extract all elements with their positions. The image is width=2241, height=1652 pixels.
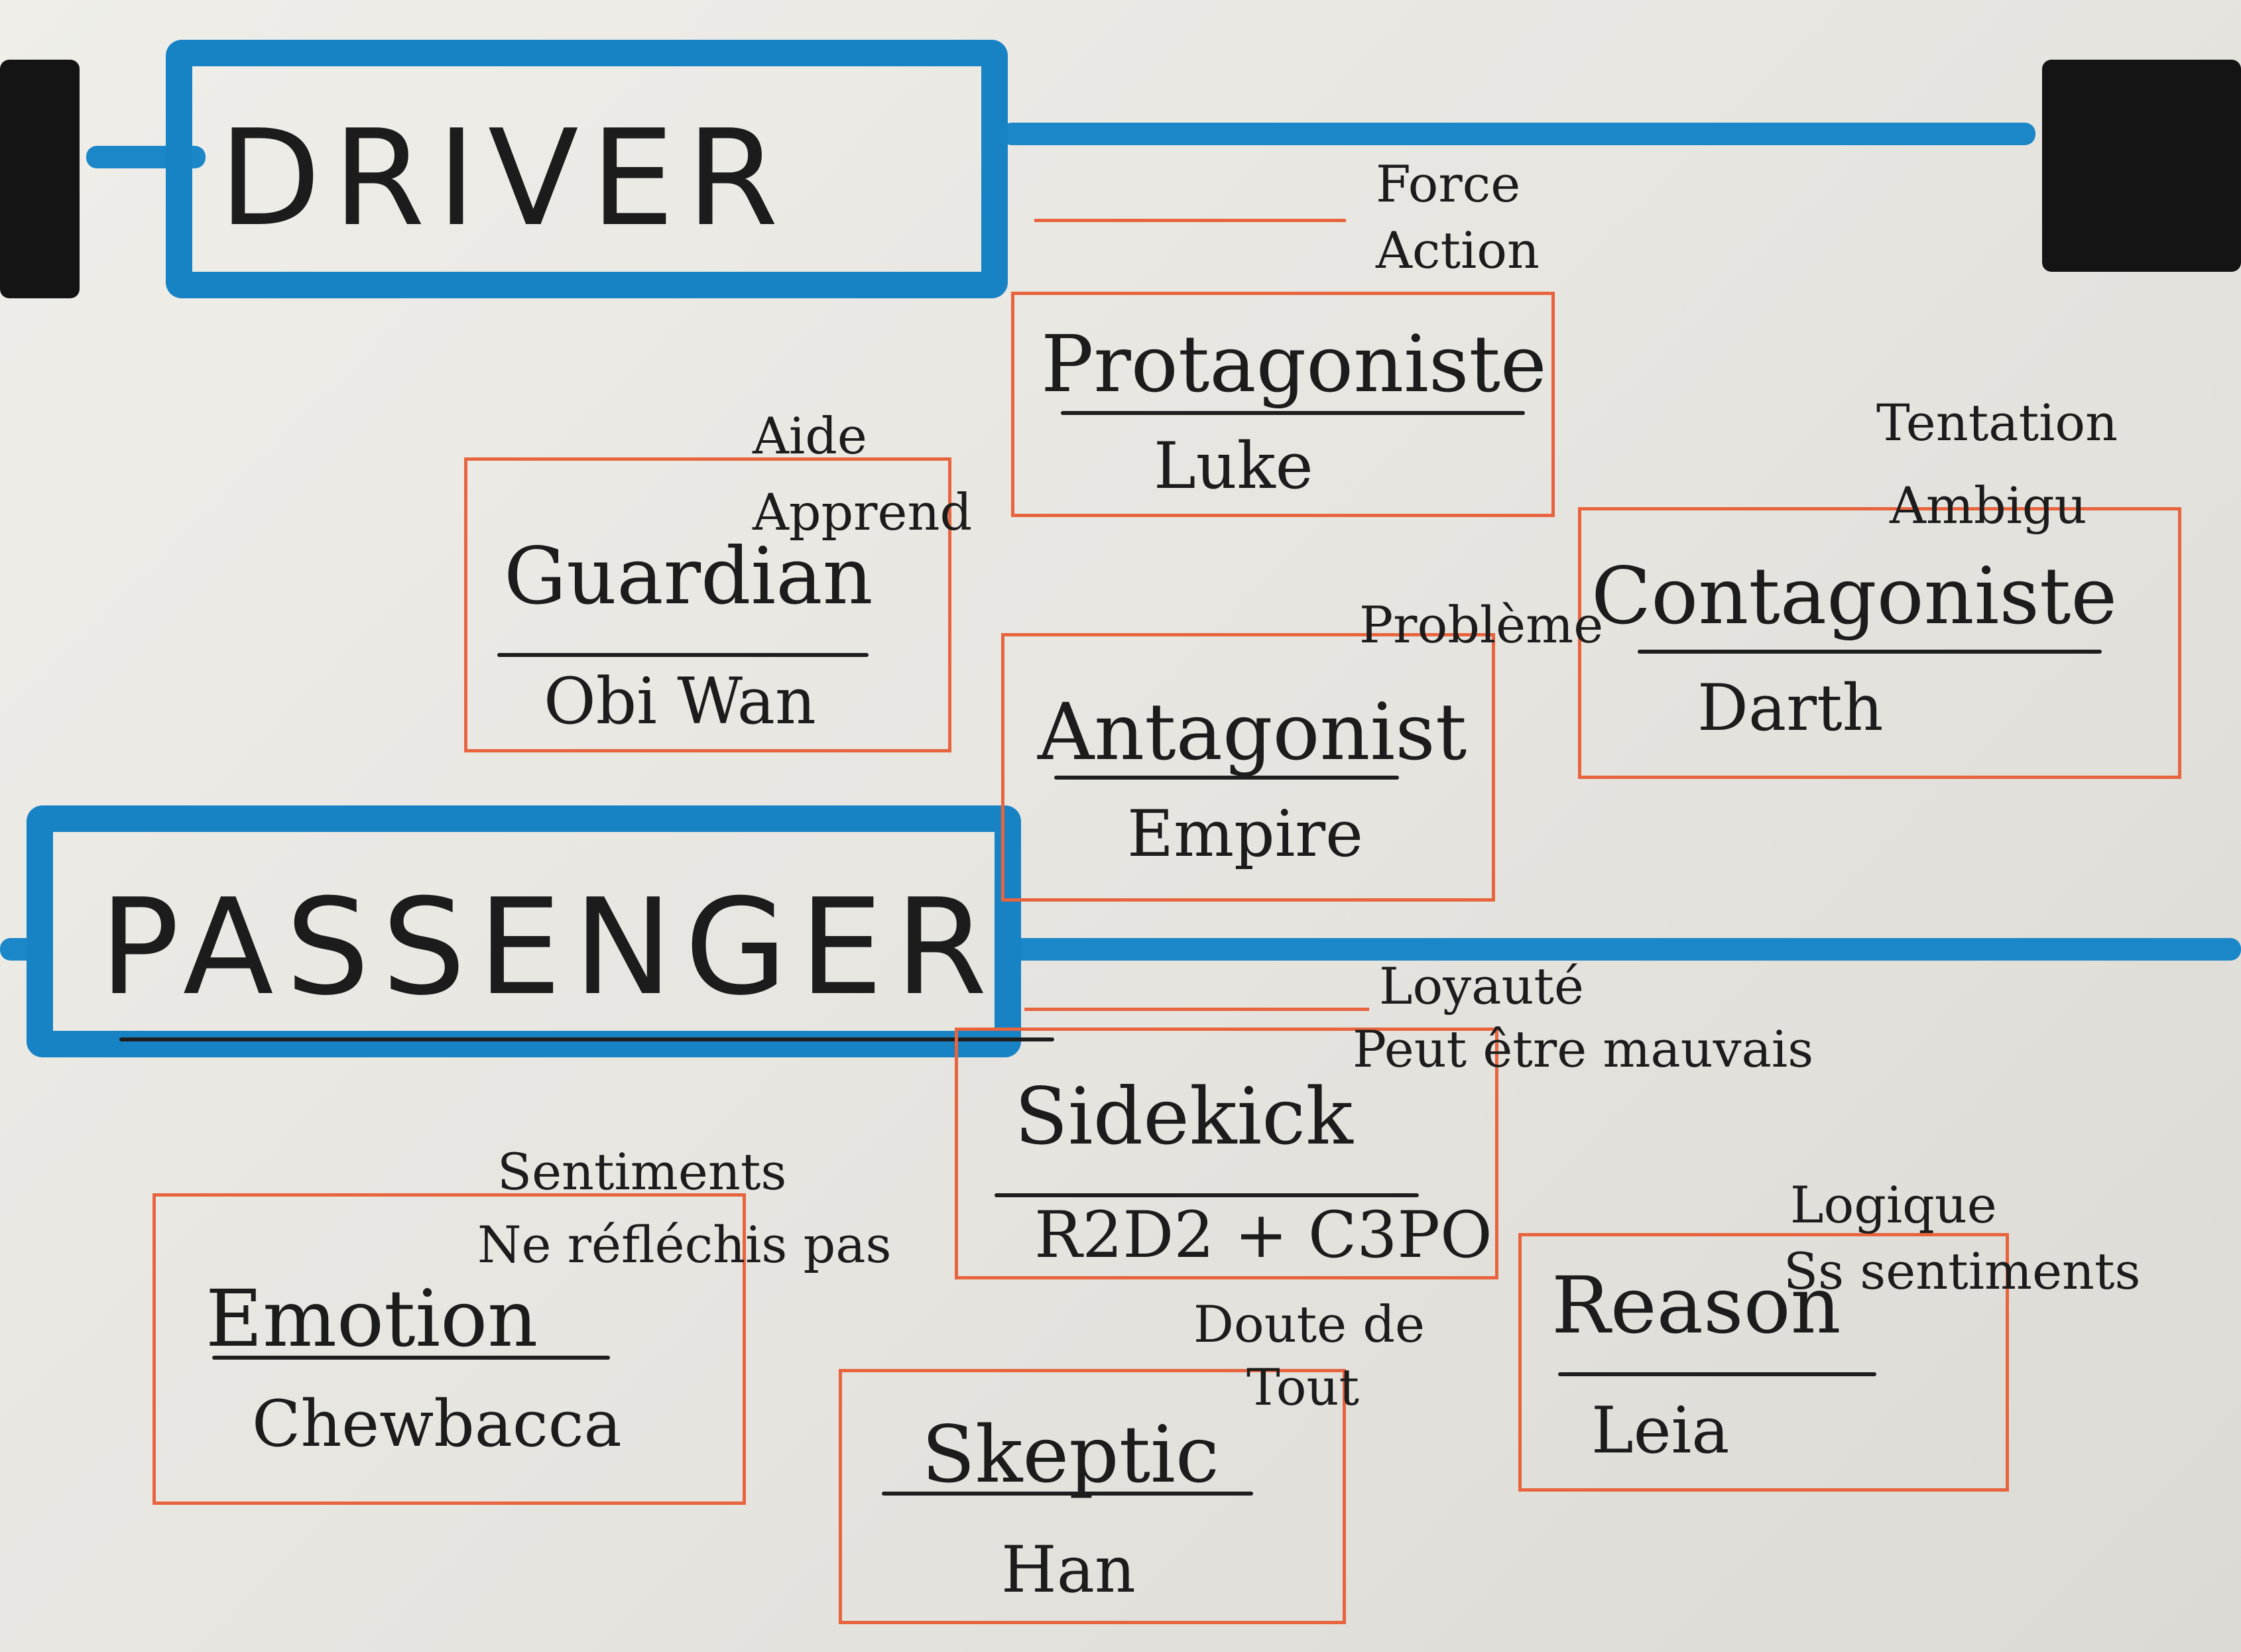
passenger-label: PASSENGER <box>99 870 999 1025</box>
antagonist-note-1: Problème <box>1359 595 1604 654</box>
emotion-note-2: Ne réfléchis pas <box>477 1215 892 1274</box>
skeptic-role-name: Skeptic <box>922 1409 1219 1500</box>
emotion-box <box>152 1193 746 1505</box>
guardian-role-name: Guardian <box>504 530 873 622</box>
driver-label: DRIVER <box>219 101 791 256</box>
reason-role-name: Reason <box>1551 1260 1841 1351</box>
binder-clip-right <box>2042 60 2241 272</box>
skeptic-rule <box>882 1492 1253 1496</box>
passenger-underline <box>119 1037 1054 1041</box>
reason-note-2: Ss sentiments <box>1784 1242 2141 1301</box>
protagonist-rule <box>1061 411 1525 415</box>
guardian-note-2: Apprend <box>753 483 973 542</box>
antagonist-box <box>1001 633 1495 902</box>
antagonist-character: Empire <box>1127 797 1363 871</box>
protagonist-box <box>1011 292 1555 517</box>
reason-rule <box>1558 1372 1876 1376</box>
sidekick-note-1: Loyauté <box>1379 957 1584 1016</box>
sidekick-character: R2D2 + C3PO <box>1034 1198 1492 1272</box>
contagonist-box <box>1578 507 2181 779</box>
guardian-note-1: Aide <box>753 406 867 465</box>
emotion-rule <box>212 1356 610 1360</box>
skeptic-note-1: Doute de <box>1193 1295 1425 1354</box>
driver-line-right <box>1001 123 2035 145</box>
contagonist-character: Darth <box>1697 671 1884 745</box>
protagonist-top-stroke <box>1034 219 1346 222</box>
protagonist-note-2: Action <box>1376 221 1540 280</box>
skeptic-box <box>839 1369 1346 1624</box>
emotion-role-name: Emotion <box>206 1273 538 1364</box>
guardian-box <box>464 457 951 752</box>
passenger-category-box <box>27 805 1021 1057</box>
protagonist-character: Luke <box>1154 429 1313 503</box>
antagonist-role-name: Antagonist <box>1038 686 1467 778</box>
sidekick-note-2: Peut être mauvais <box>1353 1020 1814 1079</box>
guardian-character: Obi Wan <box>544 664 816 738</box>
emotion-character: Chewbacca <box>252 1387 622 1461</box>
reason-character: Leia <box>1591 1393 1730 1468</box>
antagonist-rule <box>1054 776 1399 780</box>
sidekick-role-name: Sidekick <box>1014 1071 1353 1162</box>
skeptic-note-2: Tout <box>1246 1358 1360 1417</box>
passenger-line-right <box>1008 938 2241 961</box>
binder-clip-left <box>0 60 80 298</box>
protagonist-role-name: Protagoniste <box>1041 318 1547 410</box>
sidekick-top-stroke <box>1024 1008 1369 1011</box>
reason-note-1: Logique <box>1790 1175 1997 1234</box>
guardian-rule <box>497 653 869 657</box>
contagonist-note-1: Tentation <box>1876 393 2118 452</box>
sidekick-rule <box>995 1193 1419 1197</box>
protagonist-note-1: Force <box>1376 154 1521 213</box>
reason-box <box>1518 1233 2009 1492</box>
emotion-note-1: Sentiments <box>497 1142 787 1201</box>
skeptic-character: Han <box>1001 1533 1136 1607</box>
driver-category-box <box>166 40 1008 298</box>
sidekick-box <box>955 1028 1498 1279</box>
contagonist-note-2: Ambigu <box>1890 476 2087 535</box>
contagonist-rule <box>1638 650 2102 654</box>
contagonist-role-name: Contagoniste <box>1591 550 2118 642</box>
